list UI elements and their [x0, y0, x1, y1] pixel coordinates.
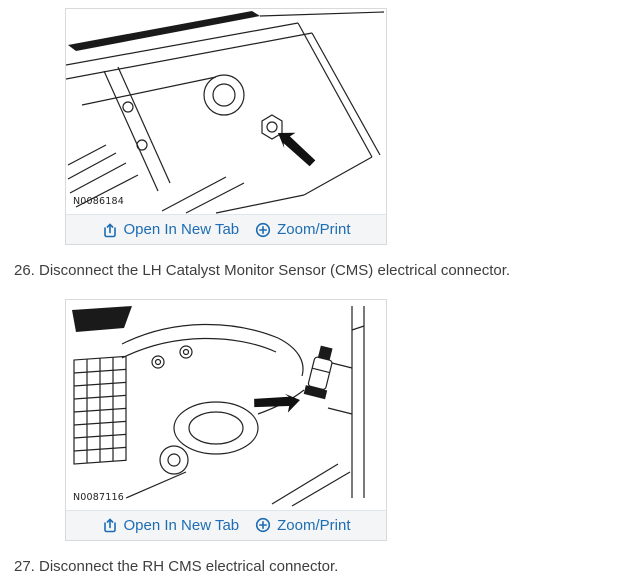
zoom-print-label: Zoom/Print [277, 221, 351, 238]
open-in-new-tab-icon [103, 518, 116, 533]
figure-toolbar: Open In New Tab Zoom/Print [66, 509, 386, 540]
open-in-new-tab-link[interactable]: Open In New Tab [102, 516, 240, 534]
figure-diagram-rh-cms: N0087116 [66, 299, 386, 510]
circle-plus-icon [256, 518, 271, 533]
figure-toolbar: Open In New Tab Zoom/Print [66, 214, 386, 244]
open-in-new-tab-icon [103, 223, 116, 237]
step-26: 26. Disconnect the LH Catalyst Monitor S… [14, 262, 511, 279]
open-in-new-tab-label: Open In New Tab [123, 221, 240, 238]
rh-cms-line-drawing [72, 305, 365, 507]
zoom-print-link[interactable]: Zoom/Print [255, 516, 351, 534]
cms-connector [303, 345, 333, 399]
figure-block-lh-cms: N0086184 Open In New Tab Zoom/Print [65, 8, 387, 245]
lh-cms-line-drawing [66, 11, 385, 214]
step-27: 27. Disconnect the RH CMS electrical con… [14, 557, 339, 575]
callout-arrow [278, 132, 316, 167]
open-in-new-tab-link[interactable]: Open In New Tab [102, 221, 240, 238]
figure-id-label: N0087116 [73, 491, 125, 503]
figure-diagram-lh-cms: N0086184 [66, 9, 386, 214]
callout-arrow [254, 393, 300, 413]
figure-id-label: N0086184 [73, 196, 125, 207]
figure-block-rh-cms: N0087116 Open In New Tab Zoom/Print [65, 298, 387, 541]
open-in-new-tab-label: Open In New Tab [123, 516, 240, 534]
zoom-print-label: Zoom/Print [277, 516, 351, 534]
circle-plus-icon [256, 222, 271, 237]
zoom-print-link[interactable]: Zoom/Print [255, 221, 351, 238]
